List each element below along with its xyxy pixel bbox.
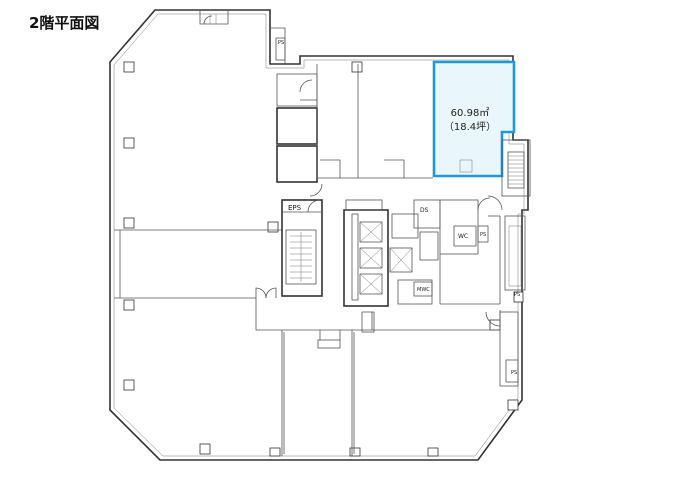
wc-label: WC (458, 233, 468, 240)
ps-label-1: PS (278, 40, 284, 46)
central-core (281, 183, 501, 349)
core-labels: EPS DS WC MWC PS PS PS PS (278, 40, 520, 376)
ds-label: DS (420, 207, 429, 214)
mwc-label: MWC (417, 287, 430, 293)
upper-rooms (276, 64, 433, 183)
misc-details (203, 14, 217, 25)
lower-offices (281, 310, 519, 456)
ps-label-2: PS (480, 232, 486, 238)
right-stair (487, 139, 531, 291)
unit-tsubo-label: （18.4坪） (444, 120, 496, 133)
left-office (114, 229, 372, 331)
ps-label-3: PS (514, 292, 520, 298)
unit-area-label: 60.98㎡ (451, 107, 490, 119)
eps-label: EPS (288, 204, 302, 212)
highlighted-unit[interactable]: 60.98㎡ （18.4坪） (432, 60, 516, 178)
ps-label-4: PS (511, 370, 517, 376)
page-title: 2階平面図 (29, 14, 100, 32)
